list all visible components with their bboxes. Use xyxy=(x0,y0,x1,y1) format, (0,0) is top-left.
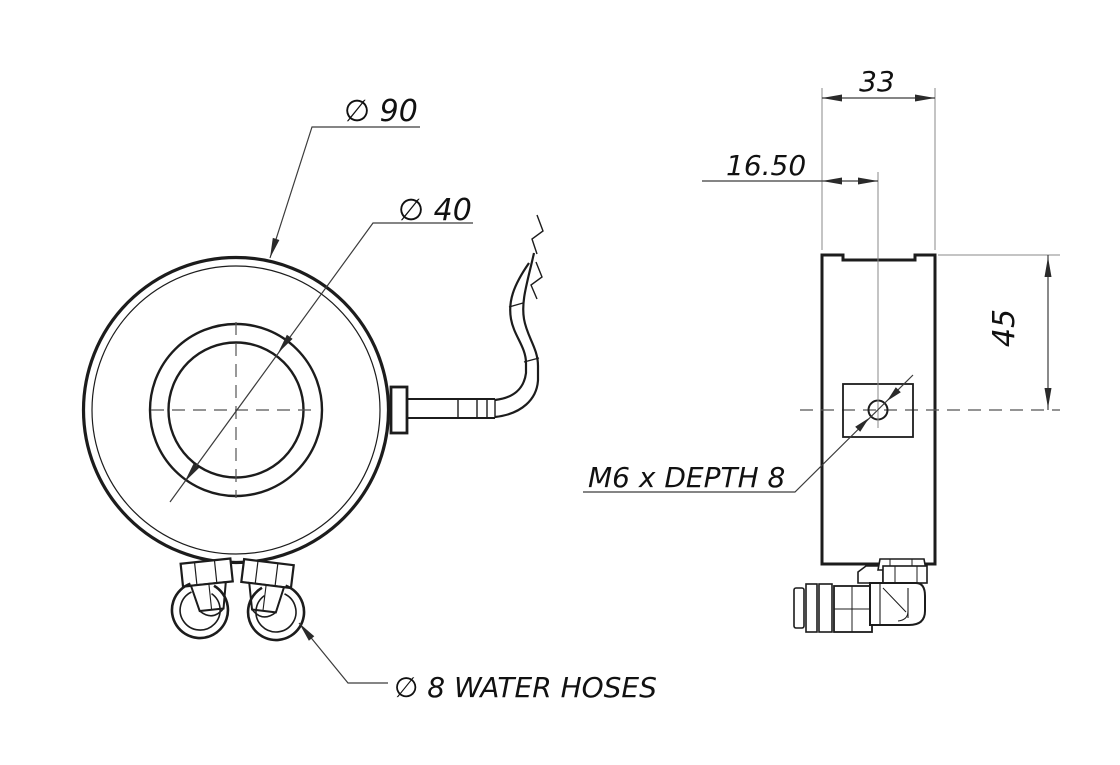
hex-nut-band xyxy=(882,565,928,584)
barrel-facet xyxy=(262,584,267,611)
front-view-dimensions: ∅ 90 ∅ 40 ∅ 8 WATER HOSES xyxy=(169,94,657,704)
dim-bore-diameter: ∅ 40 xyxy=(398,193,472,228)
dim-body-width: 33 xyxy=(859,65,895,98)
hose-arrowhead xyxy=(299,623,315,641)
cable-break-mark-lower xyxy=(530,261,543,300)
pushfit-end-cap xyxy=(793,587,805,629)
pushfit-ring-1 xyxy=(805,583,818,633)
hose-loop-inner xyxy=(255,593,297,633)
dia90-arrowhead xyxy=(270,237,280,258)
dim1650-arrow-right xyxy=(858,177,878,185)
pushfit-body-lines xyxy=(834,586,872,632)
connector-barrel xyxy=(407,398,495,419)
hose-loop-inner xyxy=(179,591,221,631)
barrel-facet xyxy=(208,583,213,610)
cable xyxy=(494,214,544,419)
hose-loop-outer xyxy=(170,582,230,640)
dim45-arrow-top xyxy=(1044,257,1052,277)
connector-flange xyxy=(389,385,409,435)
dia90-leader-line xyxy=(269,126,420,259)
cable-joint-ticks xyxy=(508,302,540,363)
cable-connector xyxy=(389,385,496,435)
side-view-dimensions: 33 16.50 45 M6 x DEPTH 8 xyxy=(583,65,1060,494)
elbow-block xyxy=(869,582,926,626)
hose-fitting-left xyxy=(170,557,234,640)
pushfit-ring-2 xyxy=(818,583,833,633)
m6-arrowhead-lower xyxy=(855,418,869,432)
hose-fitting-right xyxy=(240,557,306,642)
cable-outer-line xyxy=(494,252,540,419)
nut-facets xyxy=(254,560,279,587)
m6-arrowhead-upper xyxy=(887,387,901,401)
front-view xyxy=(81,214,544,642)
cable-inner-line xyxy=(494,262,530,402)
dim-center-height: 45 xyxy=(987,309,1022,347)
dia40-arrowhead-lower xyxy=(184,463,200,482)
dim-hole-offset: 16.50 xyxy=(726,149,806,182)
nut-facets xyxy=(193,560,218,586)
dim45-arrow-bottom xyxy=(1044,388,1052,408)
note-thread: M6 x DEPTH 8 xyxy=(588,461,785,494)
hose-end-cap xyxy=(251,608,277,618)
elbow-fillets xyxy=(882,587,909,622)
dim-outer-diameter: ∅ 90 xyxy=(344,94,418,129)
hose-loop-outer xyxy=(246,584,306,642)
side-elbow-fitting xyxy=(793,558,928,633)
outer-ring-circle xyxy=(81,255,391,565)
dim1650-arrow-left xyxy=(822,177,842,185)
dim33-arrow-right xyxy=(915,94,935,102)
connector-segments xyxy=(457,399,496,418)
dia40-leader-line xyxy=(169,222,473,503)
dim33-arrow-left xyxy=(822,94,842,102)
m6-leader-line xyxy=(583,374,914,493)
hose-leader-line xyxy=(298,622,388,684)
hex-facets xyxy=(894,566,918,583)
chamfer-circle xyxy=(91,265,381,555)
side-view xyxy=(793,172,1060,633)
dia40-arrowhead-upper xyxy=(278,334,293,353)
hose-end-cap xyxy=(199,608,225,617)
note-water-hoses: ∅ 8 WATER HOSES xyxy=(394,671,657,704)
cable-break-mark-upper xyxy=(531,214,544,255)
